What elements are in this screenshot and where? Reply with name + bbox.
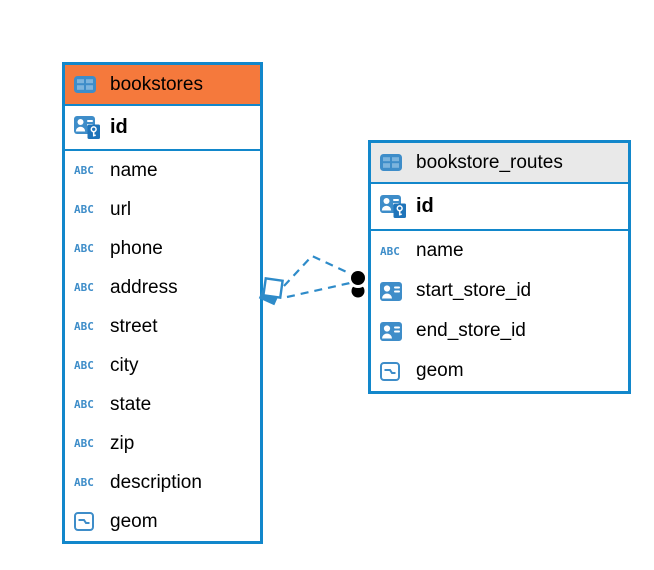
relationship-diamond-marker[interactable]: [258, 277, 284, 306]
column-name: address: [110, 276, 178, 298]
column-row[interactable]: ABC address: [65, 268, 260, 307]
column-row[interactable]: ABC zip: [65, 424, 260, 463]
foreign-key-icon: [380, 281, 407, 301]
column-row[interactable]: ABC name: [65, 151, 260, 190]
column-row[interactable]: ABC street: [65, 307, 260, 346]
geometry-type-icon: [380, 361, 407, 381]
column-name: name: [416, 240, 464, 261]
table-title: bookstore_routes: [416, 151, 563, 173]
relationship-dot-marker[interactable]: [348, 268, 368, 298]
relationship-line-lower[interactable]: [286, 281, 351, 299]
column-row[interactable]: geom: [65, 502, 260, 541]
text-type-icon: ABC: [380, 244, 400, 258]
column-row[interactable]: ABC phone: [65, 229, 260, 268]
column-name: city: [110, 354, 139, 376]
column-name: id: [416, 195, 434, 217]
column-name: name: [110, 159, 158, 181]
primary-key-icon: [380, 195, 407, 218]
column-name: description: [110, 471, 202, 493]
column-name: end_store_id: [416, 320, 526, 341]
column-name: geom: [110, 510, 158, 532]
text-type-icon: ABC: [74, 320, 94, 333]
text-type-icon: ABC: [74, 476, 94, 489]
table-icon: [74, 76, 101, 93]
column-row[interactable]: ABC url: [65, 190, 260, 229]
foreign-key-icon: [380, 321, 407, 341]
column-row[interactable]: ABC description: [65, 463, 260, 502]
column-name: geom: [416, 360, 464, 381]
text-type-icon: ABC: [74, 359, 94, 372]
column-row-id[interactable]: id: [65, 106, 260, 149]
text-type-icon: ABC: [74, 203, 94, 216]
column-row[interactable]: ABC name: [371, 231, 628, 271]
relationship-line-upper[interactable]: [283, 254, 354, 287]
text-type-icon: ABC: [74, 242, 94, 255]
text-type-icon: ABC: [74, 398, 94, 411]
text-type-icon: ABC: [74, 164, 94, 177]
column-row[interactable]: end_store_id: [371, 311, 628, 351]
table-header-bookstores[interactable]: bookstores: [65, 65, 260, 106]
column-name: id: [110, 116, 128, 138]
entity-table-bookstore-routes[interactable]: bookstore_routes: [368, 140, 631, 394]
column-name: street: [110, 315, 158, 337]
text-type-icon: ABC: [74, 437, 94, 450]
text-type-icon: ABC: [74, 281, 94, 294]
column-name: state: [110, 393, 152, 415]
column-name: url: [110, 198, 132, 220]
primary-key-icon: [74, 116, 101, 139]
table-header-bookstore-routes[interactable]: bookstore_routes: [371, 143, 628, 184]
column-row[interactable]: start_store_id: [371, 271, 628, 311]
column-name: zip: [110, 432, 135, 454]
table-title: bookstores: [110, 73, 203, 95]
column-row[interactable]: geom: [371, 351, 628, 391]
column-row[interactable]: ABC state: [65, 385, 260, 424]
column-name: phone: [110, 237, 163, 259]
column-row[interactable]: ABC city: [65, 346, 260, 385]
geometry-type-icon: [74, 512, 101, 531]
column-row-id[interactable]: id: [371, 184, 628, 229]
table-icon: [380, 154, 407, 171]
entity-table-bookstores[interactable]: bookstores id: [62, 62, 263, 544]
column-name: start_store_id: [416, 280, 532, 301]
